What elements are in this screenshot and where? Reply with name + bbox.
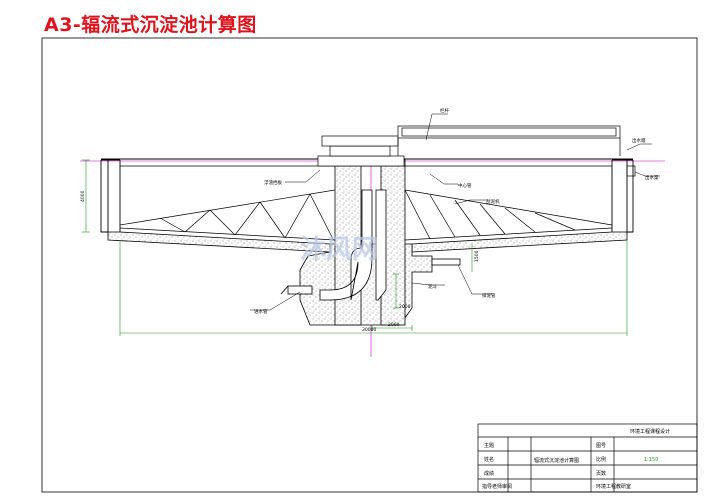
tb-project: 环境工程课程设计 — [630, 428, 670, 435]
label-outlet-channel: 出水渠 — [645, 174, 659, 181]
tb-row-1: 主题 — [484, 442, 494, 449]
tb-scale-label: 比例 — [596, 456, 606, 463]
dim-total-width: 30000 — [362, 327, 376, 333]
title-block — [477, 423, 698, 493]
label-scraper: 刮泥机 — [486, 198, 500, 205]
sheet-title: A3-辐流式沉淀池计算图 — [44, 14, 257, 36]
sludge-pipe — [431, 258, 461, 266]
dim-hopper-width: 2000 — [388, 322, 400, 328]
tb-row-2: 姓名 — [484, 456, 494, 463]
tb-row-4: 指导老师审阅 — [482, 483, 512, 490]
dimensions — [82, 159, 628, 336]
tb-row-3: 成绩 — [484, 470, 494, 477]
walkway-bridge — [397, 125, 621, 156]
label-outlet-weir: 出水堰 — [632, 137, 646, 144]
tb-page-label: 页数 — [596, 470, 606, 477]
scraper-truss-left — [119, 189, 336, 241]
label-sludge-pipe: 排泥管 — [482, 292, 496, 299]
label-sludge-hopper: 泥斗 — [428, 283, 437, 290]
tb-footer: 环境工程教研室 — [596, 483, 631, 490]
leader-lines — [250, 113, 660, 311]
dim-depth: 4000 — [80, 190, 86, 202]
inlet-pipe — [280, 285, 313, 295]
inlet-pipe-bend — [319, 189, 373, 301]
drawing-border — [41, 37, 698, 493]
dim-small-height: 1500 — [474, 250, 480, 262]
dim-hopper-height: 2000 — [399, 304, 411, 310]
label-inlet-pipe: 进水管 — [254, 308, 268, 315]
watermark-text: 沐风网 — [300, 235, 378, 265]
tb-drawing-name: 辐流式沉淀池计算图 — [534, 457, 579, 464]
scraper-truss-right — [404, 189, 613, 241]
scum-baffle — [120, 135, 612, 167]
tb-scale-value: 1:150 — [644, 457, 658, 463]
tank-bottom-left — [107, 231, 331, 253]
center-pipe-right — [375, 189, 387, 301]
watermark: 沐风网 — [300, 235, 378, 265]
outlet-channel — [626, 165, 636, 177]
label-scum-baffle: 浮渣挡板 — [264, 179, 282, 186]
tank-bottom-right — [411, 231, 628, 253]
tb-drawing-no-label: 图号 — [596, 443, 606, 449]
label-center-pipe: 中心管 — [458, 182, 472, 189]
label-railing: 栏杆 — [440, 107, 449, 114]
